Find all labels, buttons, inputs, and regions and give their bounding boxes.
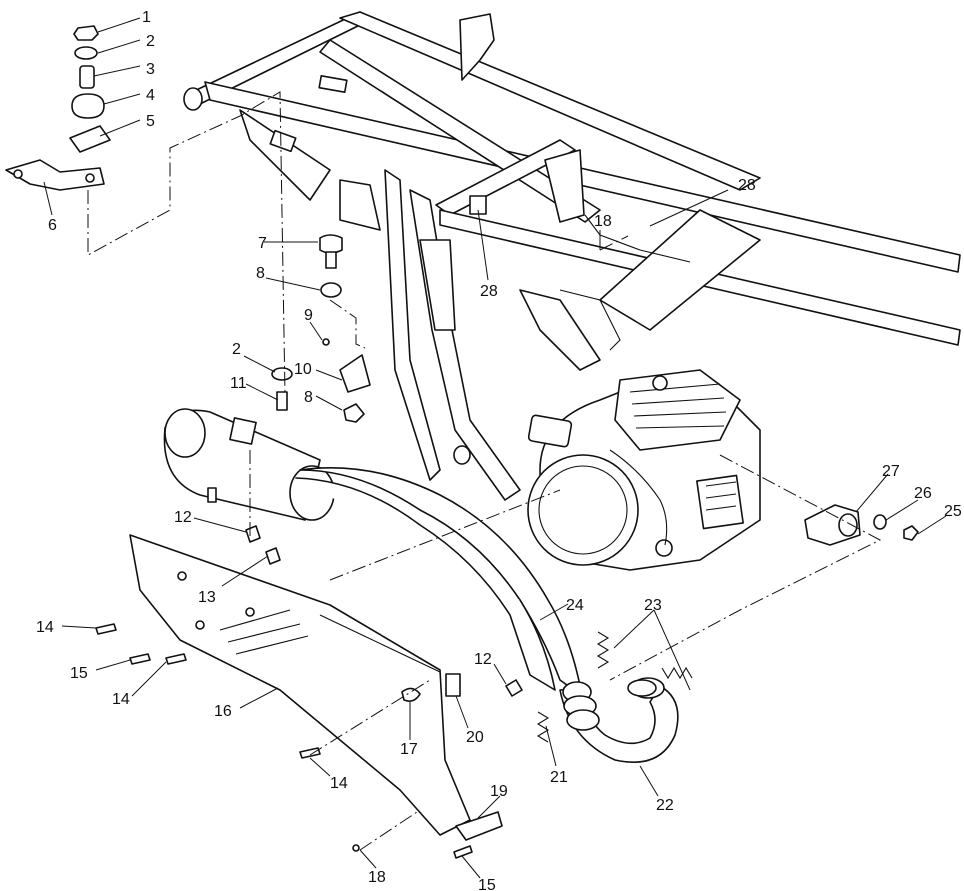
callout-10: 10	[294, 361, 312, 378]
callout-2: 2	[146, 33, 155, 50]
frame-icon	[183, 11, 961, 501]
callout-15: 15	[70, 665, 88, 682]
callout-9: 9	[304, 307, 313, 324]
callout-14c: 14	[330, 775, 348, 792]
callout-8b: 8	[304, 389, 313, 406]
callout-3: 3	[146, 61, 155, 78]
mid-hardware-icon	[95, 234, 523, 859]
leader-lines	[43, 17, 947, 879]
callout-14b: 14	[112, 691, 130, 708]
callout-17: 17	[400, 741, 418, 758]
callout-22: 22	[656, 797, 674, 814]
callout-18: 18	[594, 213, 612, 230]
heat-shield-icon	[129, 534, 471, 836]
callout-1: 1	[142, 9, 151, 26]
head-pipe-icon	[559, 677, 679, 764]
flange-icon	[804, 504, 919, 546]
callout-15b: 15	[478, 877, 496, 891]
alignment-lines	[87, 91, 882, 851]
callout-2b: 2	[232, 341, 241, 358]
callout-4: 4	[146, 87, 155, 104]
callout-26: 26	[914, 485, 932, 502]
callout-28b: 28	[480, 283, 498, 300]
callout-12b: 12	[474, 651, 492, 668]
callout-20: 20	[466, 729, 484, 746]
callout-8: 8	[256, 265, 265, 282]
callout-13: 13	[198, 589, 216, 606]
callout-18b: 18	[368, 869, 386, 886]
callout-27: 27	[882, 463, 900, 480]
callout-5: 5	[146, 113, 155, 130]
callout-11: 11	[230, 375, 247, 392]
callout-23: 23	[644, 597, 662, 614]
callout-labels: 1 2 3 4 5 6 7 8 9 2 10 11 8 12 13 14 15 …	[36, 9, 962, 891]
muffler-icon	[163, 408, 335, 521]
callout-24: 24	[566, 597, 584, 614]
callout-14: 14	[36, 619, 54, 636]
spring-icon	[536, 631, 693, 743]
callout-16: 16	[214, 703, 232, 720]
callout-28: 28	[738, 177, 756, 194]
callout-6: 6	[48, 217, 57, 234]
callout-12: 12	[174, 509, 192, 526]
callout-7: 7	[258, 235, 267, 252]
engine-icon	[527, 369, 761, 571]
callout-25: 25	[944, 503, 962, 520]
callout-21: 21	[550, 769, 568, 786]
mount-icon	[5, 25, 111, 191]
callout-19: 19	[490, 783, 508, 800]
